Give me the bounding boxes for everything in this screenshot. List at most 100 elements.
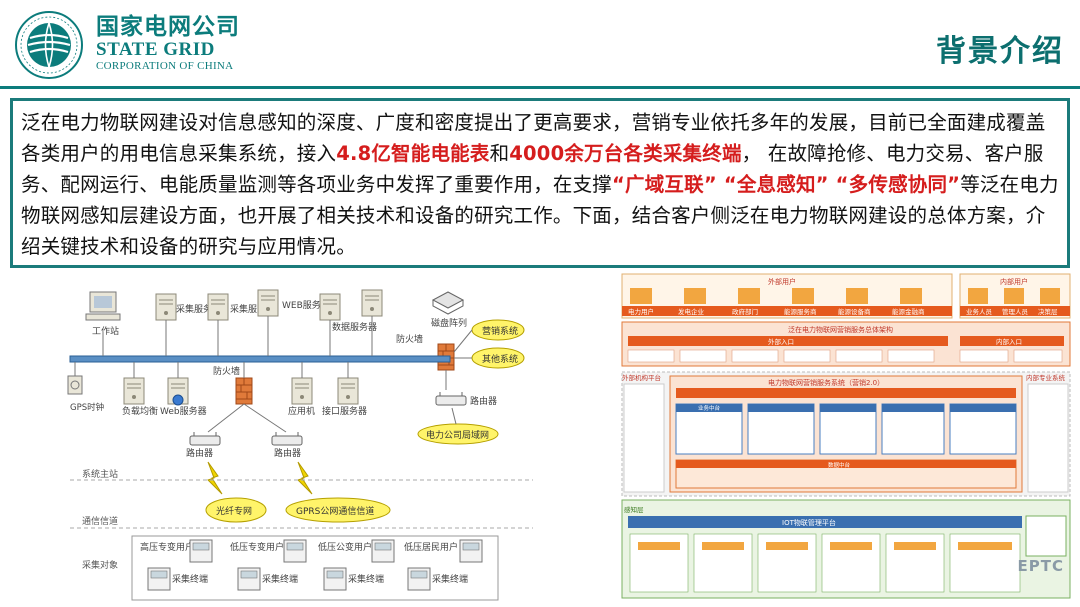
router-b-icon [271,431,303,446]
ext-item-4: 能源服务商 [784,307,817,316]
router-right-icon [435,391,467,406]
header-divider [0,86,1080,89]
iot-platform-band [628,516,1022,528]
label-router-a: 路由器 [186,447,213,459]
eptc-watermark: EPTC [1017,557,1064,575]
left-module [675,403,743,455]
label-ext-users: 外部用户 [768,277,796,286]
label-marketing: 营销系统 [482,325,518,337]
wireless-link-b-icon [297,461,313,495]
brand-name-sub: CORPORATION OF CHINA [96,60,234,72]
label-terminal-3: 采集终端 [348,573,384,585]
disk-array-icon [431,291,465,315]
db-server-a-icon [319,293,341,321]
label-terminal-1: 采集终端 [172,573,208,585]
optical-network-bubble [205,497,267,523]
user-icon [968,288,988,304]
interface-server-icon [337,377,359,405]
label-int-entry: 内部入口 [996,337,1022,346]
terminal-icon [147,567,171,591]
label-firewall-center: 防火墙 [213,365,240,377]
user-icon [684,288,706,304]
collection-system-diagram: 工作站 采集服务器 采集服务器 WEB服务器 数据服务器 磁盘阵列 营销系统 其… [67,289,533,601]
page-title: 背景介绍 [936,34,1064,69]
label-power-lan: 电力公司局域网 [426,429,489,441]
label-workstation: 工作站 [92,325,119,337]
center-module-a [747,403,815,455]
label-gprs: GPRS公网通信信道 [296,505,374,517]
label-terminal-2: 采集终端 [262,573,298,585]
label-load-balancer: 负载均衡 [122,405,158,417]
db-server-b-icon [361,289,383,317]
load-balancer-icon [123,377,145,405]
architecture-diagram: 外部用户 电力用户 发电企业 政府部门 能源服务商 能源设备商 能源金融商 内部… [618,272,1074,602]
ext-item-1: 电力用户 [628,307,654,316]
right-module [949,403,1017,455]
ext-item-5: 能源设备商 [838,307,871,316]
brand-block: 国家电网公司 STATE GRID CORPORATION OF CHINA [96,14,240,73]
label-interface-server: 接口服务器 [322,405,367,417]
label-platform: 电力物联网营销服务系统（营销2.0） [768,378,884,387]
object-lv-resident: 低压居民用户 采集终端 [404,539,483,591]
user-icon [1004,288,1024,304]
label-router-b: 路由器 [274,447,301,459]
user-icon [738,288,760,304]
label-other-system: 其他系统 [482,353,518,365]
label-int-users: 内部用户 [1000,277,1028,286]
user-icon [792,288,814,304]
side-device-box [1025,515,1067,557]
label-optical: 光纤专网 [216,505,252,517]
collect-server-icon [155,293,177,321]
label-app-server: 应用机 [288,405,315,417]
user-icon [900,288,922,304]
terminal-icon [407,567,431,591]
label-web-server: WEB服务器 [282,299,330,311]
gprs-channel-bubble [285,497,391,523]
label-terminal-4: 采集终端 [432,573,468,585]
intro-text-2: 和 [489,142,510,165]
external-platform-column [623,383,665,493]
meter-icon [283,539,307,563]
intro-text-1: 泛在电力物联网建设对信息感知的深度、广度和密度提出了更高要求，营销专业依托多年的… [21,111,1046,165]
label-layer-collect: 采集对象 [82,559,118,571]
label-left-side: 外部机构平台 [622,373,661,382]
label-layer-channel: 通信信道 [82,515,118,527]
object-hv-dedicated: 高压专变用户 采集终端 [140,539,213,591]
ext-user-icons [630,288,922,304]
label-service-center: 业务中台 [698,404,721,412]
label-firewall-right: 防火墙 [396,333,423,345]
brand-name-en: STATE GRID [96,39,215,60]
int-item-1: 业务人员 [966,307,993,316]
int-item-3: 决策层 [1038,307,1058,316]
label-iot: IOT物联管理平台 [782,518,836,527]
intro-text-4: 等泛在电力物联网感知层建设方面，也开展了相关技术和设备的研究工作。下面，结合客户… [21,173,1059,258]
intro-highlight-terminals: 4000余万台各类采集终端 [509,142,742,165]
ext-item-3: 政府部门 [732,307,758,316]
user-icon [846,288,868,304]
meter-icon [459,539,483,563]
terminal-icon [237,567,261,591]
workstation-icon [85,291,121,321]
label-object-4: 低压居民用户 [404,541,458,553]
user-icon [630,288,652,304]
label-right-side: 内部专业系统 [1026,373,1066,382]
meter-icon [189,539,213,563]
label-ext-entry: 外部入口 [768,337,794,346]
object-lv-dedicated: 低压专变用户 采集终端 [230,539,307,591]
internal-system-column [1027,383,1069,493]
firewall-center-icon [235,377,253,405]
intro-highlight-meters: 4.8亿智能电能表 [336,142,490,165]
center-module-b [819,403,877,455]
label-object-3: 低压公变用户 [318,541,372,553]
router-a-icon [189,431,221,446]
power-lan-bubble [417,423,499,445]
lan-backbone [69,355,451,363]
front-server-icon [207,293,229,321]
app-server-icon [291,377,313,405]
collect-objects-frame [131,535,499,601]
ext-item-6: 能源金融商 [892,307,925,316]
intro-text-box: 泛在电力物联网建设对信息感知的深度、广度和密度提出了更高要求，营销专业依托多年的… [10,98,1070,268]
brand-name-cn: 国家电网公司 [96,14,240,40]
label-data-center: 数据中台 [828,461,851,469]
label-disk-array: 磁盘阵列 [431,317,467,329]
